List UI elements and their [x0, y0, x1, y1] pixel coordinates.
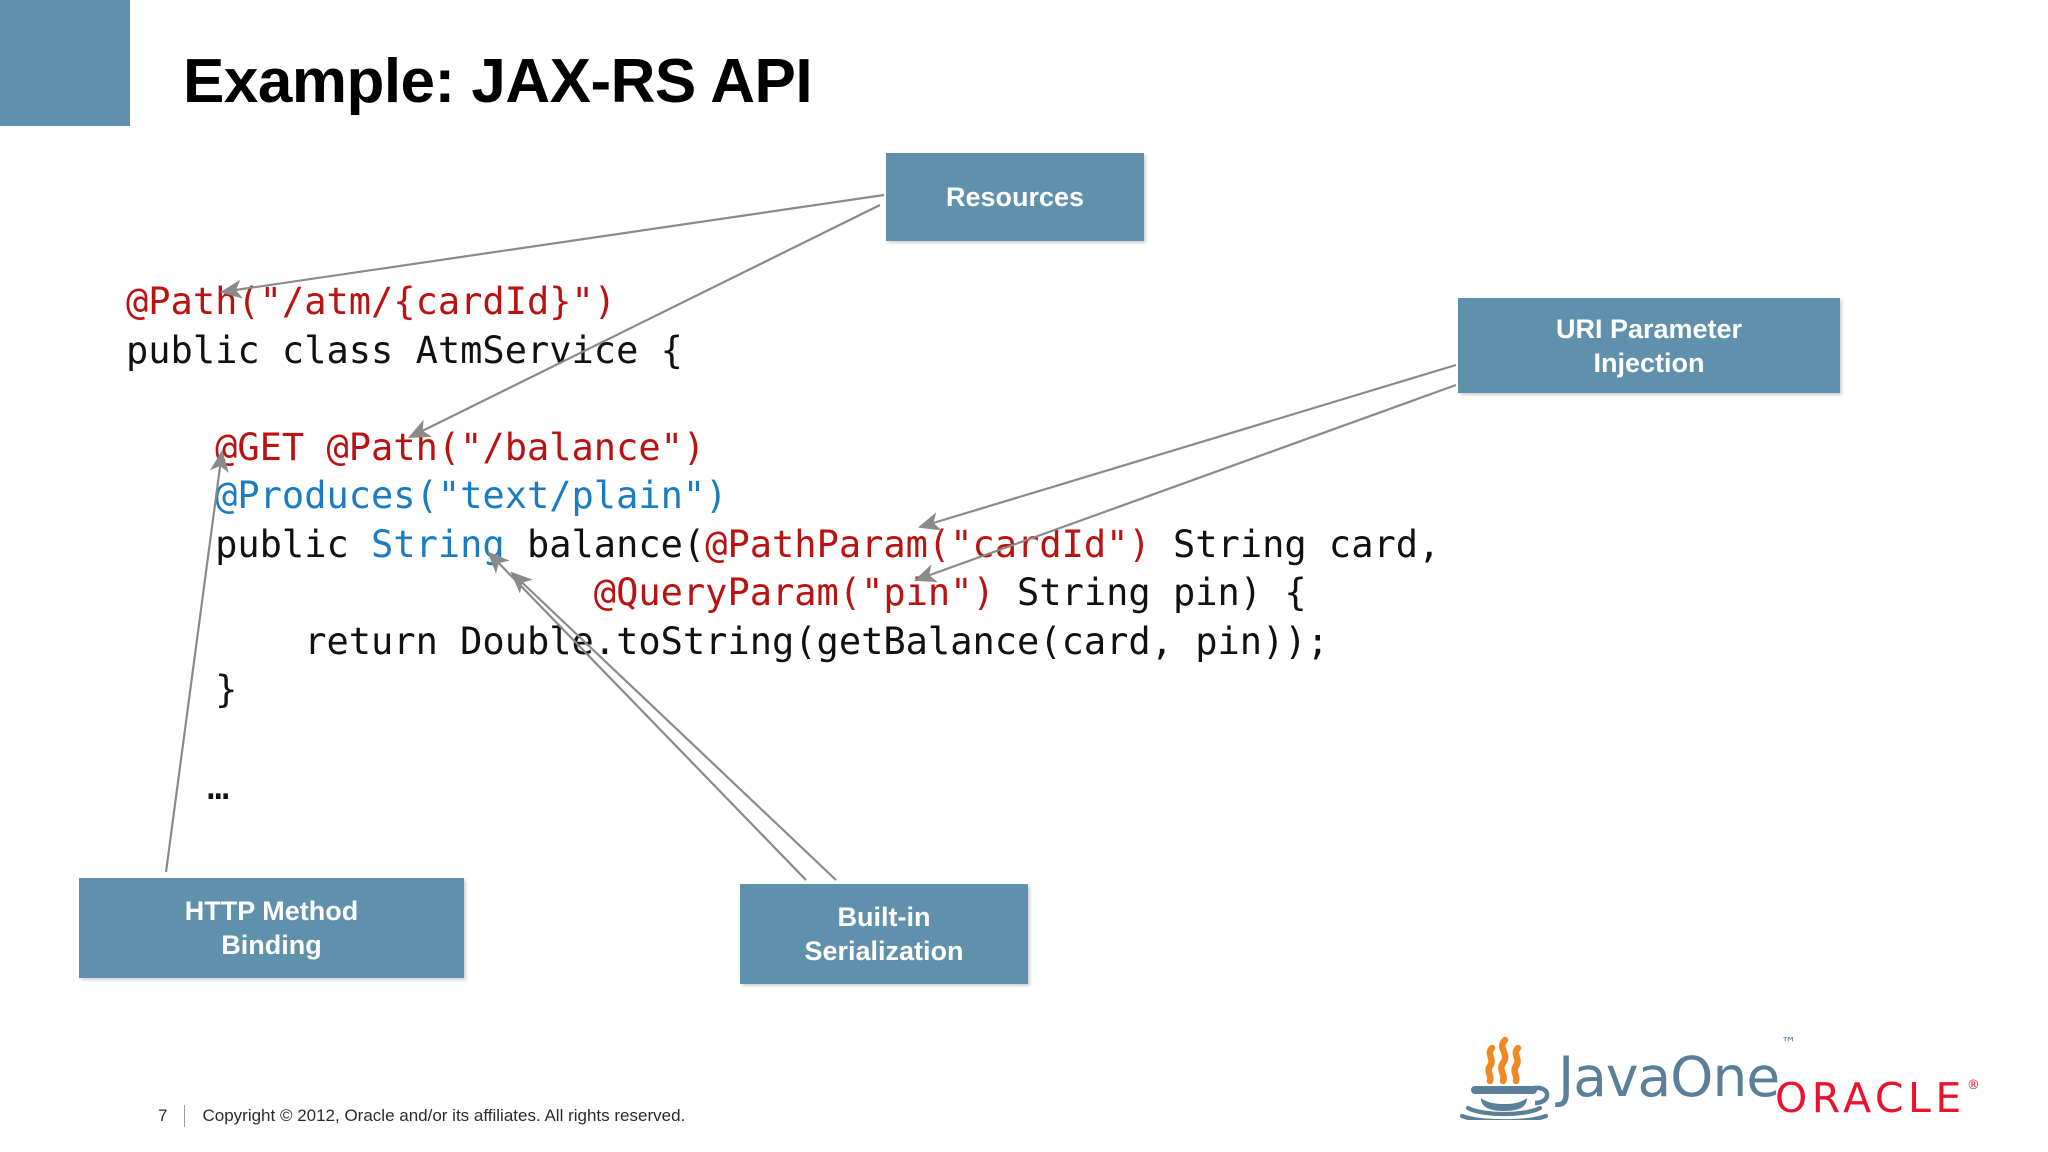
java-coffee-cup-icon [1459, 1036, 1550, 1120]
code-line-7: @QueryParam("pin") String pin) { [126, 569, 1440, 618]
javaone-logo: JavaOne ™ [1448, 1034, 1796, 1120]
javaone-wordmark: JavaOne [1558, 1044, 1780, 1109]
footer: 7 Copyright © 2012, Oracle and/or its af… [158, 1105, 685, 1127]
footer-copyright: Copyright © 2012, Oracle and/or its affi… [202, 1106, 686, 1125]
code-token: … [126, 765, 229, 808]
code-line-3 [126, 375, 1440, 424]
accent-square-decoration [0, 0, 130, 126]
code-token: } [126, 668, 238, 711]
code-token: public class AtmService { [126, 328, 683, 372]
oracle-logo: ORACLE ® [1775, 1078, 1980, 1119]
oracle-registered-icon: ® [1966, 1078, 1980, 1093]
code-line-1: @Path("/atm/{cardId}") [126, 278, 1440, 327]
javaone-trademark-icon: ™ [1781, 1034, 1797, 1052]
code-token: @PathParam("cardId") [705, 522, 1151, 566]
code-line-2: public class AtmService { [126, 327, 1440, 376]
code-token: @GET @Path("/balance") [126, 425, 706, 469]
code-token: @Produces("text/plain") [126, 474, 728, 517]
page-title: Example: JAX-RS API [183, 47, 813, 116]
code-token: String pin) { [994, 571, 1307, 614]
footer-separator [184, 1105, 186, 1127]
code-line-5: @Produces("text/plain") [126, 472, 1440, 521]
code-line-9: } [126, 666, 1440, 715]
code-token: balance( [504, 522, 706, 566]
oracle-wordmark: ORACLE [1775, 1074, 1966, 1122]
code-token: @Path("/atm/{cardId}") [126, 280, 617, 323]
code-token: return Double.toString(getBalance(card, … [126, 619, 1329, 663]
code-token: @QueryParam("pin") [593, 571, 995, 614]
code-line-11: … [126, 763, 1440, 812]
code-token: public [126, 522, 372, 566]
footer-page-number: 7 [158, 1106, 168, 1125]
code-block: @Path("/atm/{cardId}") public class AtmSe… [126, 278, 1440, 812]
code-line-8: return Double.toString(getBalance(card, … [126, 618, 1440, 667]
code-token: String [371, 522, 505, 566]
callout-resources[interactable]: Resources [886, 153, 1144, 241]
code-line-10 [126, 715, 1440, 764]
code-token [126, 571, 594, 614]
code-line-4: @GET @Path("/balance") [126, 424, 1440, 473]
code-token: String card, [1150, 522, 1441, 566]
code-line-6: public String balance(@PathParam("cardId… [126, 521, 1440, 570]
